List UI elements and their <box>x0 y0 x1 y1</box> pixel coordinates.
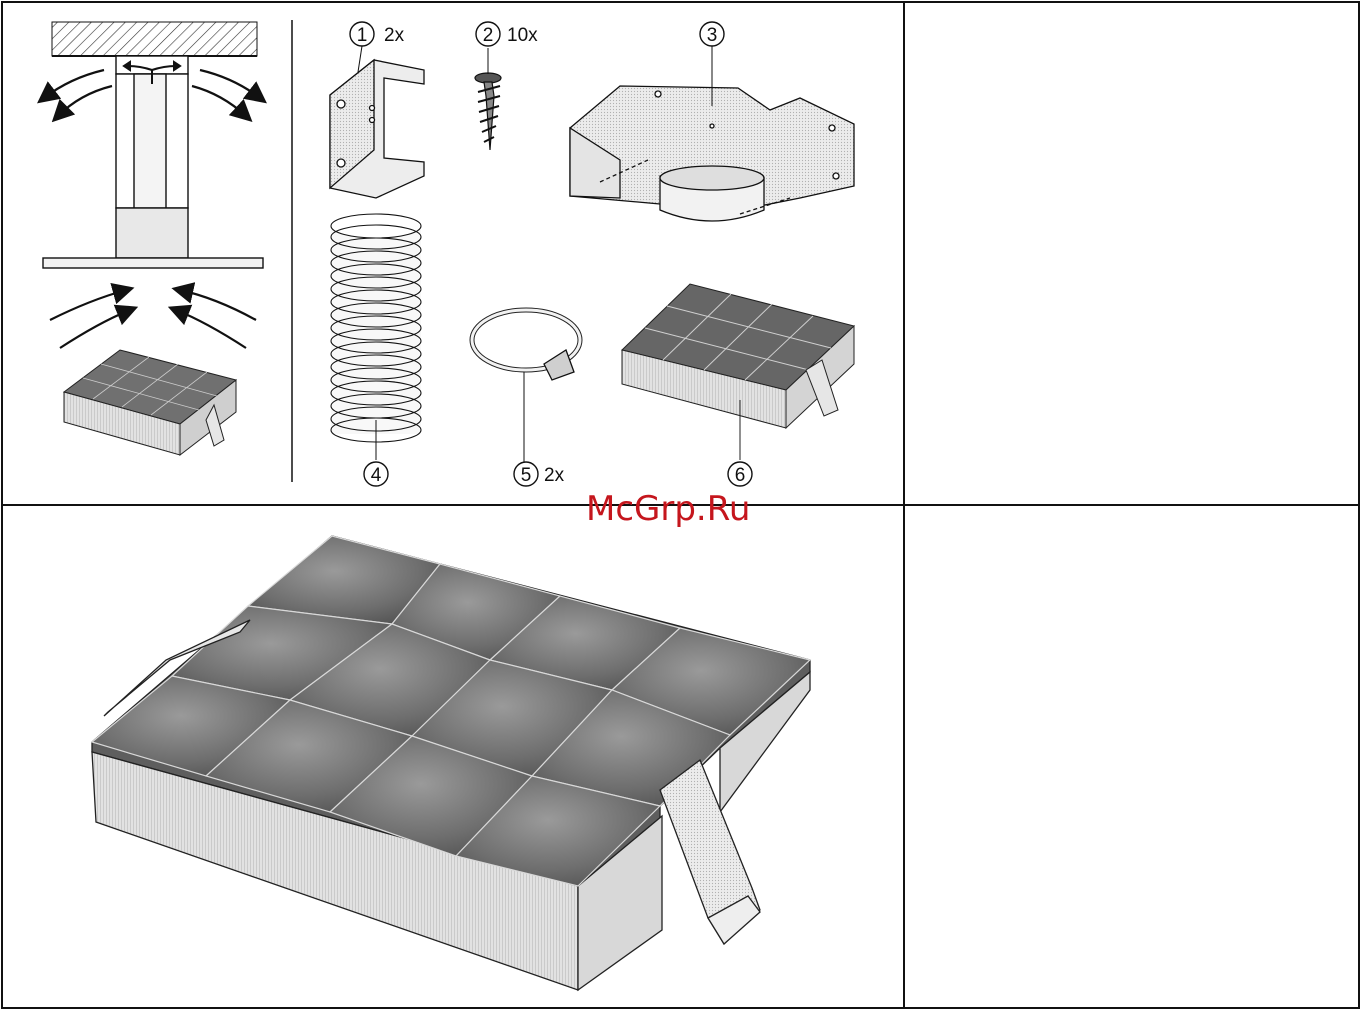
bracket-part <box>330 46 424 198</box>
callout-1: 1 2x <box>350 22 405 46</box>
svg-text:4: 4 <box>371 465 382 486</box>
watermark-text: McGrp.Ru <box>586 489 750 529</box>
charcoal-filter-icon <box>64 350 236 455</box>
callout-4: 4 <box>364 462 388 486</box>
screw-part <box>475 48 501 150</box>
charcoal-filter-large <box>92 536 810 990</box>
svg-text:10x: 10x <box>507 25 538 46</box>
charcoal-filter-part <box>622 284 854 460</box>
air-diverter-part <box>570 46 854 221</box>
callout-6: 6 <box>728 462 752 486</box>
callout-5: 5 2x <box>514 462 565 486</box>
svg-text:5: 5 <box>521 465 532 486</box>
svg-text:2: 2 <box>483 25 494 46</box>
svg-text:2x: 2x <box>544 465 565 486</box>
airflow-arrow-icon <box>50 290 256 348</box>
hose-clamp-part <box>472 310 580 462</box>
svg-text:2x: 2x <box>384 25 405 46</box>
ceiling-icon <box>52 22 257 56</box>
svg-text:3: 3 <box>707 25 718 46</box>
svg-text:1: 1 <box>357 25 368 46</box>
cooker-hood-icon <box>43 56 263 268</box>
callout-2: 2 10x <box>476 22 538 46</box>
svg-text:6: 6 <box>735 465 746 486</box>
callout-3: 3 <box>700 22 724 46</box>
flexible-duct-part <box>331 214 421 460</box>
recirculation-scheme <box>43 22 263 455</box>
